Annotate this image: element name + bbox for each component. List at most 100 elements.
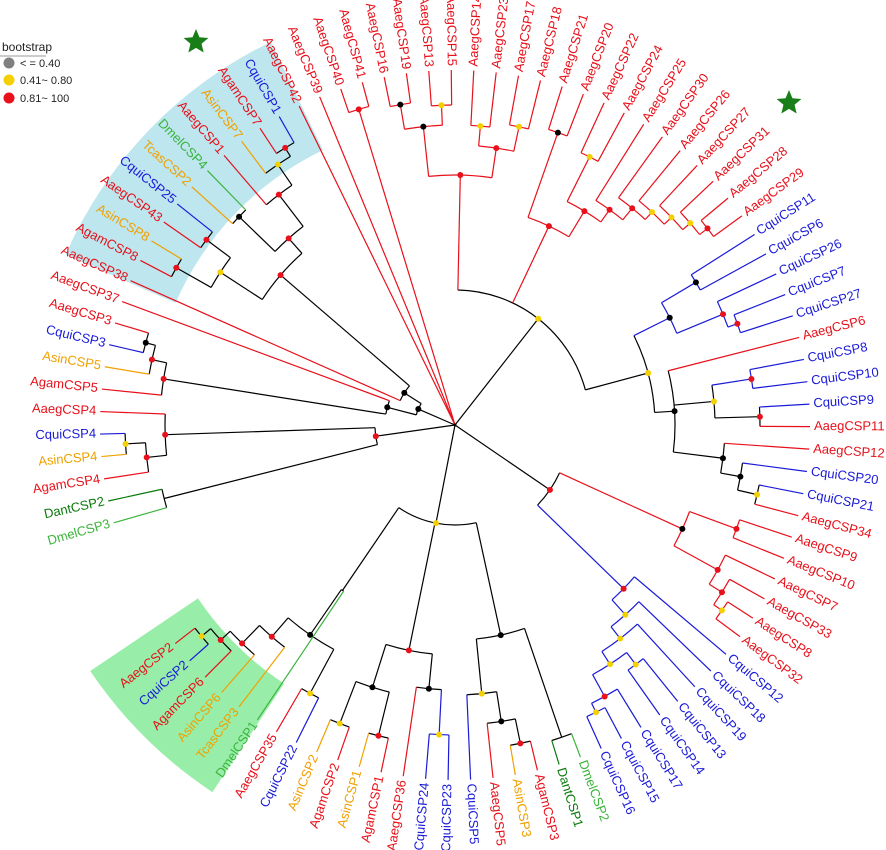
branch-line — [309, 589, 342, 636]
branch-line — [101, 453, 127, 458]
branch-line — [478, 126, 481, 147]
branch-line — [618, 136, 663, 199]
bootstrap-dot — [546, 486, 553, 493]
bootstrap-dot — [719, 455, 726, 462]
bootstrap-dot — [734, 320, 741, 327]
bootstrap-dot — [384, 404, 391, 411]
branch-line — [371, 644, 387, 688]
bootstrap-legend: bootstrap < = 0.40 0.41~ 0.80 0.81~ 100 — [0, 40, 72, 105]
leaf-label: AaegCSP14 — [465, 0, 484, 67]
branch-line — [278, 194, 304, 227]
branch-line — [175, 267, 212, 288]
bootstrap-dot — [285, 235, 292, 242]
bootstrap-dot — [756, 413, 763, 420]
branch-line — [408, 522, 436, 651]
branch-line — [489, 72, 497, 128]
bootstrap-dot — [516, 123, 523, 130]
branch-line — [673, 545, 718, 571]
bootstrap-dot — [478, 690, 485, 697]
branch-line — [586, 716, 602, 749]
bootstrap-dot — [142, 339, 149, 346]
branch-line — [342, 507, 400, 591]
branch-line — [440, 105, 443, 126]
branch-line — [288, 237, 303, 254]
clade-highlights — [65, 41, 323, 793]
branch-line — [470, 70, 475, 126]
root-node — [453, 423, 457, 427]
branch-line — [454, 318, 539, 426]
branch-line — [571, 733, 581, 758]
branch-line — [358, 109, 456, 426]
leaf-label: DmelCSP3 — [46, 516, 112, 548]
branch-line — [121, 301, 390, 402]
branch-line — [513, 126, 520, 152]
branch-line — [204, 650, 232, 678]
branch-line — [611, 599, 626, 616]
bootstrap-dot — [307, 631, 314, 638]
bootstrap-dot — [438, 102, 445, 109]
bootstrap-dot — [517, 740, 524, 747]
tree-branches — [100, 70, 810, 780]
bootstrap-dot — [497, 632, 504, 639]
branch-line — [424, 733, 430, 779]
branch-line — [727, 601, 754, 619]
branch-line — [674, 400, 714, 406]
bootstrap-dot — [148, 356, 155, 363]
branch-line — [163, 444, 378, 500]
branch-line — [592, 674, 606, 697]
branch-line — [749, 358, 805, 371]
bootstrap-dot — [282, 144, 289, 151]
leaf-label: AgamCSP1 — [358, 774, 387, 844]
leaf-label: CquiCSP24 — [411, 782, 432, 850]
branch-line — [191, 186, 233, 225]
leaf-label: AgamCSP3 — [532, 772, 562, 842]
leaf-label: AaegCSP11 — [814, 418, 885, 433]
branch-line — [163, 378, 386, 415]
bootstrap-dot — [629, 205, 636, 212]
bootstrap-dot — [397, 101, 404, 108]
branch-line — [568, 210, 585, 238]
bootstrap-dot — [436, 731, 443, 738]
branch-line — [673, 451, 724, 459]
branch-line — [100, 432, 126, 435]
leaf-label: AaegCSP23 — [488, 0, 511, 69]
branch-line — [508, 75, 520, 126]
branch-line — [597, 112, 625, 162]
branch-line — [717, 273, 777, 303]
bootstrap-dot — [217, 637, 224, 644]
branch-line — [220, 271, 263, 301]
leaf-label: AgamCSP4 — [32, 471, 101, 496]
branch-line — [604, 707, 622, 739]
branch-line — [512, 225, 550, 304]
branch-line — [316, 719, 331, 753]
star-icon — [776, 90, 802, 114]
branch-line — [634, 576, 727, 655]
leaf-label: AaegCSP17 — [511, 0, 539, 73]
branch-line — [457, 175, 461, 291]
leaf-labels: DmelCSP3DantCSP2AgamCSP4AsinCSP4CquiCSP4… — [30, 0, 886, 850]
branch-line — [418, 408, 456, 426]
branch-line — [668, 336, 800, 372]
branch-line — [383, 77, 391, 107]
branch-line — [509, 745, 516, 775]
bootstrap-dot — [477, 123, 484, 130]
branch-line — [387, 406, 417, 416]
branch-line — [454, 424, 551, 491]
branch-line — [759, 484, 804, 495]
branch-line — [491, 147, 497, 178]
branch-line — [566, 156, 591, 202]
branch-line — [642, 658, 679, 702]
branch-line — [309, 649, 335, 694]
bootstrap-dot — [704, 225, 711, 232]
branch-line — [275, 688, 303, 733]
branch-line — [638, 601, 712, 672]
branch-line — [377, 691, 390, 736]
branch-line — [725, 554, 776, 580]
branch-line — [435, 424, 456, 524]
branch-line — [690, 234, 755, 276]
leaf-label: CquiCSP5 — [464, 783, 482, 844]
branch-line — [104, 471, 149, 480]
branch-line — [402, 687, 417, 777]
branch-line — [151, 240, 182, 260]
branch-line — [361, 82, 370, 107]
